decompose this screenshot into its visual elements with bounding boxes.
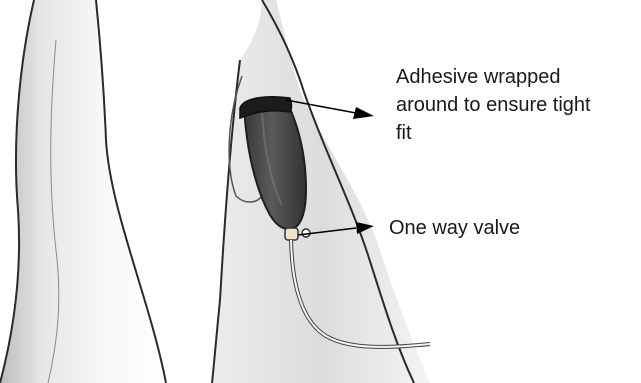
valve-callout: One way valve [389, 214, 629, 242]
one-way-valve [285, 228, 298, 240]
adhesive-callout: Adhesive wrapped around to ensure tight … [396, 63, 641, 147]
adhesive-pointer-arrowhead [353, 107, 374, 119]
right-leg [212, 0, 430, 383]
left-leg [0, 0, 166, 383]
